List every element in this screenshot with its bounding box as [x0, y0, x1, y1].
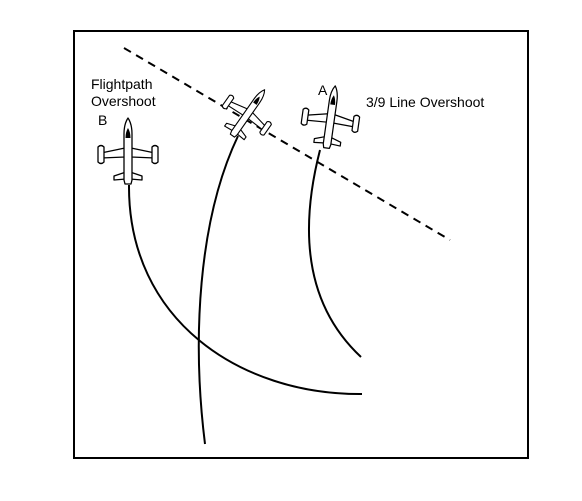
label-overshoot: Overshoot — [91, 93, 156, 109]
label-flightpath: Flightpath — [91, 76, 152, 92]
diagram-frame — [73, 30, 529, 459]
three-nine-line — [123, 47, 451, 241]
attacker-aircraft-icon — [210, 74, 287, 151]
aircraft-a-flightpath — [307, 149, 362, 358]
label-aircraft-a: A — [318, 82, 328, 98]
aircraft-a-icon — [297, 81, 365, 153]
attacker-flightpath — [197, 135, 239, 445]
label-aircraft-b: B — [98, 112, 107, 128]
label-three-nine-line-overshoot: 3/9 Line Overshoot — [366, 94, 484, 110]
aircraft-b-flightpath — [127, 184, 363, 396]
